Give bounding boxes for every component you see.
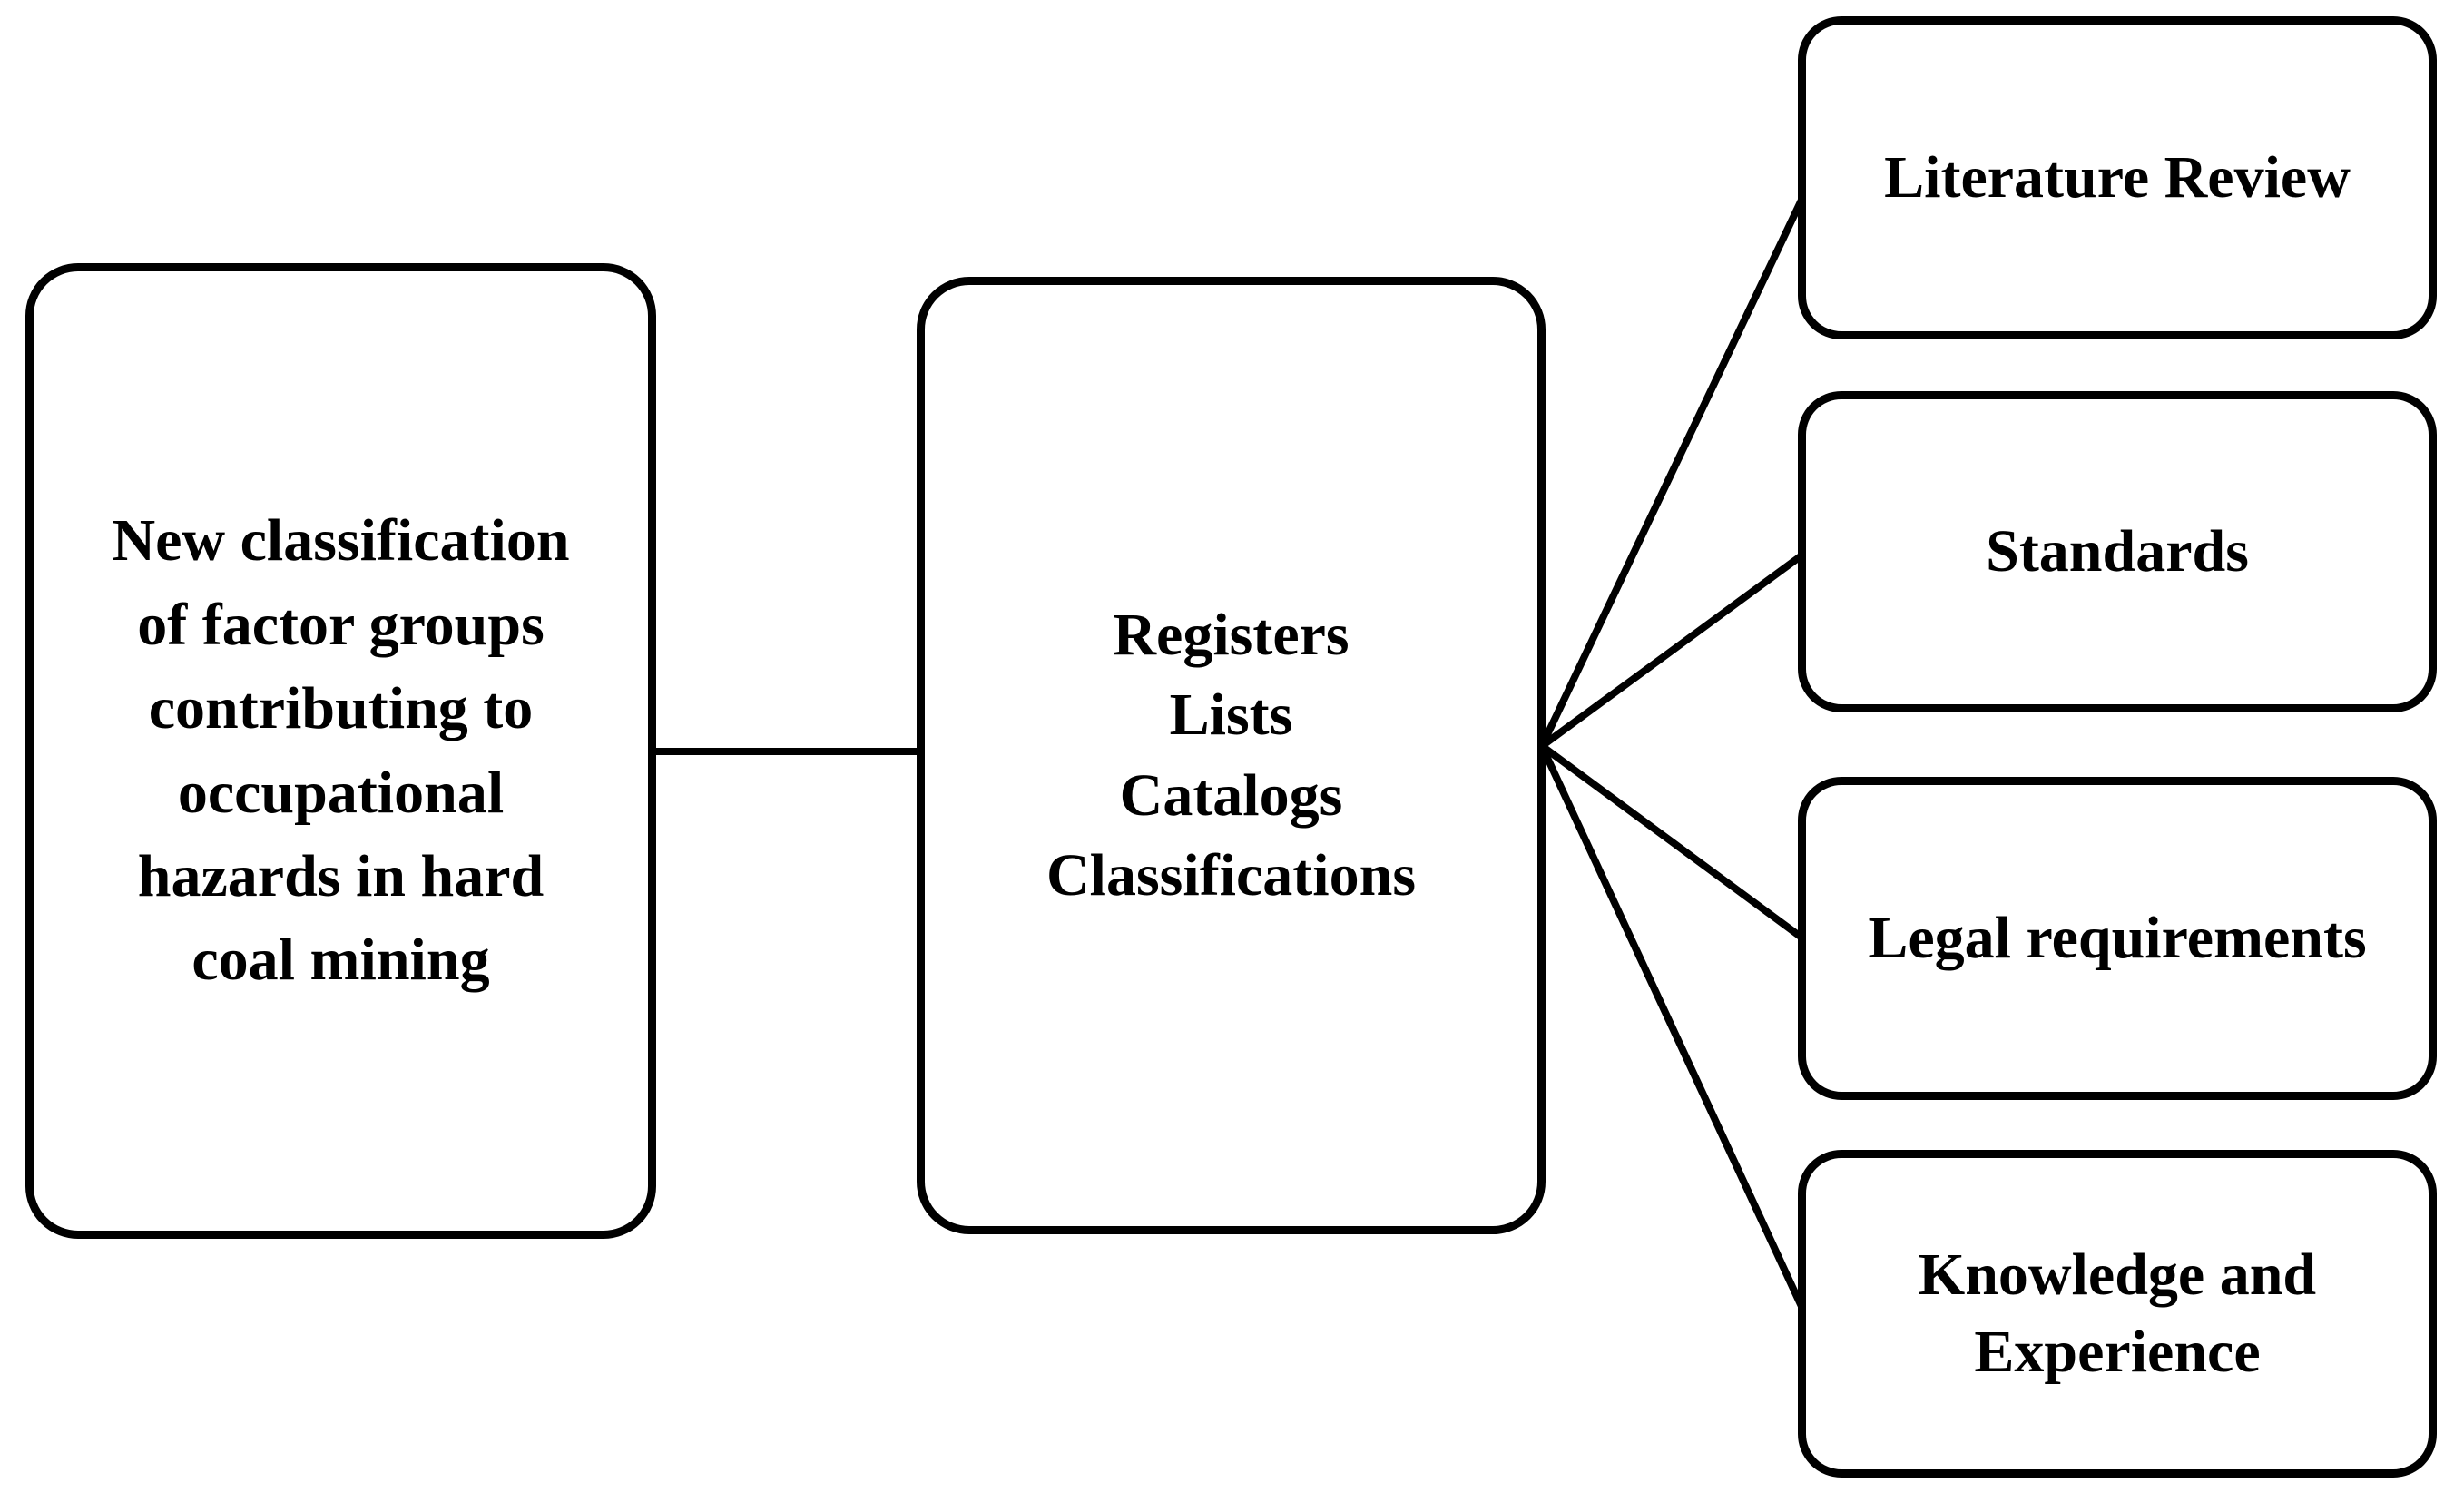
node-knowledge-experience-label: Knowledge and Experience (1918, 1242, 2317, 1385)
connector-middle-to-literature-review (1538, 192, 1808, 748)
node-legal-requirements: Legal requirements (1798, 777, 2437, 1100)
node-registers-lists-catalogs: Registers Lists Catalogs Classifications (917, 277, 1546, 1234)
connector-middle-to-legal-requirements (1539, 742, 1807, 943)
connector-middle-to-standards (1539, 550, 1807, 750)
node-new-classification: New classification of factor groups cont… (25, 263, 656, 1239)
node-new-classification-label: New classification of factor groups cont… (112, 507, 570, 994)
node-legal-requirements-label: Legal requirements (1868, 904, 2367, 971)
node-literature-review-label: Literature Review (1884, 143, 2351, 211)
node-registers-lists-catalogs-label: Registers Lists Catalogs Classifications (1045, 601, 1417, 908)
node-knowledge-experience: Knowledge and Experience (1798, 1150, 2437, 1478)
node-standards-label: Standards (1986, 517, 2249, 584)
connector-middle-to-knowledge-experience (1538, 744, 1808, 1314)
node-standards: Standards (1798, 391, 2437, 712)
node-literature-review: Literature Review (1798, 16, 2437, 339)
